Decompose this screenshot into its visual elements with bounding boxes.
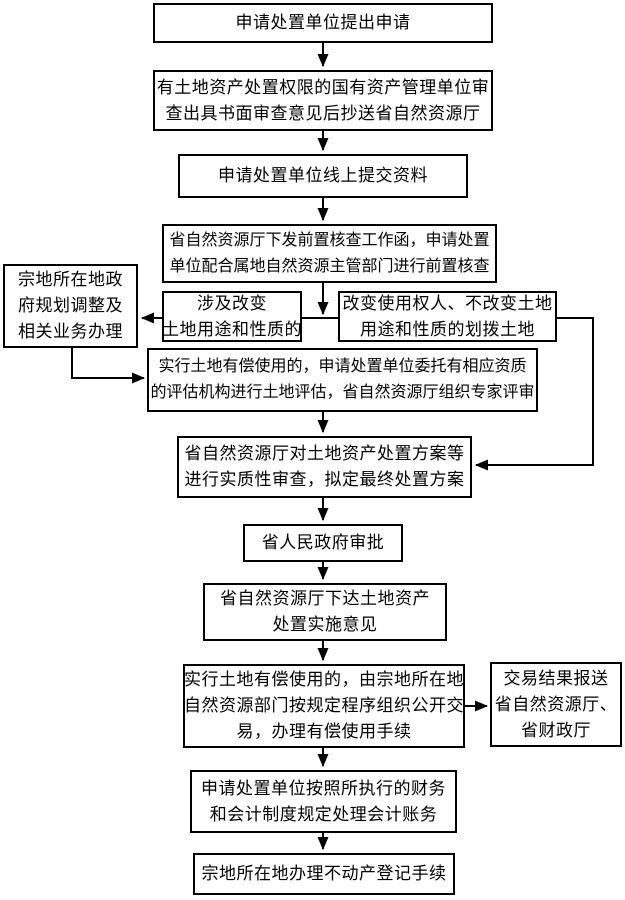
node-change-of-use: 涉及改变 土地用途和性质的: [162, 291, 302, 342]
node-asset-authority-review: 有土地资产处置权限的国有资产管理单位审 查出具书面审查意见后抄送省自然资源厅: [153, 70, 493, 131]
node-substantive-review-label: 省自然资源厅对土地资产处置方案等 进行实质性审查，拟定最终处置方案: [184, 444, 465, 489]
node-real-estate-registration: 宗地所在地办理不动产登记手续: [193, 853, 455, 895]
node-real-estate-registration-label: 宗地所在地办理不动产登记手续: [201, 864, 447, 883]
node-pre-check: 省自然资源厅下发前置核查工作函，申请处置 单位配合属地自然资源主管部门进行前置核…: [162, 224, 497, 283]
node-online-submission: 申请处置单位线上提交资料: [178, 154, 468, 198]
node-report-trading-results: 交易结果报送 省自然资源厅、 省财政厅: [490, 662, 622, 747]
node-provincial-government-approval: 省人民政府审批: [243, 524, 403, 562]
node-submit-application-label: 申请处置单位提出申请: [235, 13, 411, 32]
node-implementation-opinion-label: 省自然资源厅下达土地资产 处置实施意见: [220, 589, 430, 634]
node-online-submission-label: 申请处置单位线上提交资料: [218, 166, 428, 185]
node-public-trading: 实行土地有偿使用的，由宗地所在地 自然资源部门按规定程序组织公开交 易，办理有偿…: [183, 664, 465, 748]
node-accounting-treatment: 申请处置单位按照所执行的财务 和会计制度规定处理会计账务: [190, 770, 457, 833]
node-accounting-treatment-label: 申请处置单位按照所执行的财务 和会计制度规定处理会计账务: [201, 778, 446, 824]
node-land-valuation: 实行土地有偿使用的，申请处置单位委托有相应资质 的评估机构进行土地评估，省自然资…: [147, 348, 538, 412]
node-change-of-use-label: 涉及改变 土地用途和性质的: [162, 293, 302, 339]
node-submit-application: 申请处置单位提出申请: [153, 3, 493, 43]
node-provincial-government-approval-label: 省人民政府审批: [261, 533, 385, 552]
edge-localgov-to-valuation-arrow: [71, 348, 145, 384]
node-asset-authority-review-label: 有土地资产处置权限的国有资产管理单位审 查出具书面审查意见后抄送省自然资源厅: [156, 77, 490, 123]
node-local-gov-planning-label: 宗地所在地政 府规划调整及 相关业务办理: [18, 270, 123, 341]
node-allocated-land-no-change-label: 改变使用权人、不改变土地 用途和性质的划拨土地: [342, 293, 553, 339]
node-local-gov-planning: 宗地所在地政 府规划调整及 相关业务办理: [3, 264, 138, 348]
node-implementation-opinion: 省自然资源厅下达土地资产 处置实施意见: [203, 583, 447, 641]
node-pre-check-label: 省自然资源厅下发前置核查工作函，申请处置 单位配合属地自然资源主管部门进行前置核…: [169, 231, 490, 275]
node-substantive-review: 省自然资源厅对土地资产处置方案等 进行实质性审查，拟定最终处置方案: [177, 436, 472, 498]
node-allocated-land-no-change: 改变使用权人、不改变土地 用途和性质的划拨土地: [338, 291, 557, 342]
node-report-trading-results-label: 交易结果报送 省自然资源厅、 省财政厅: [494, 668, 618, 740]
node-public-trading-label: 实行土地有偿使用的，由宗地所在地 自然资源部门按规定程序组织公开交 易，办理有偿…: [184, 670, 464, 741]
node-land-valuation-label: 实行土地有偿使用的，申请处置单位委托有相应资质 的评估机构进行土地评估，省自然资…: [150, 358, 535, 401]
